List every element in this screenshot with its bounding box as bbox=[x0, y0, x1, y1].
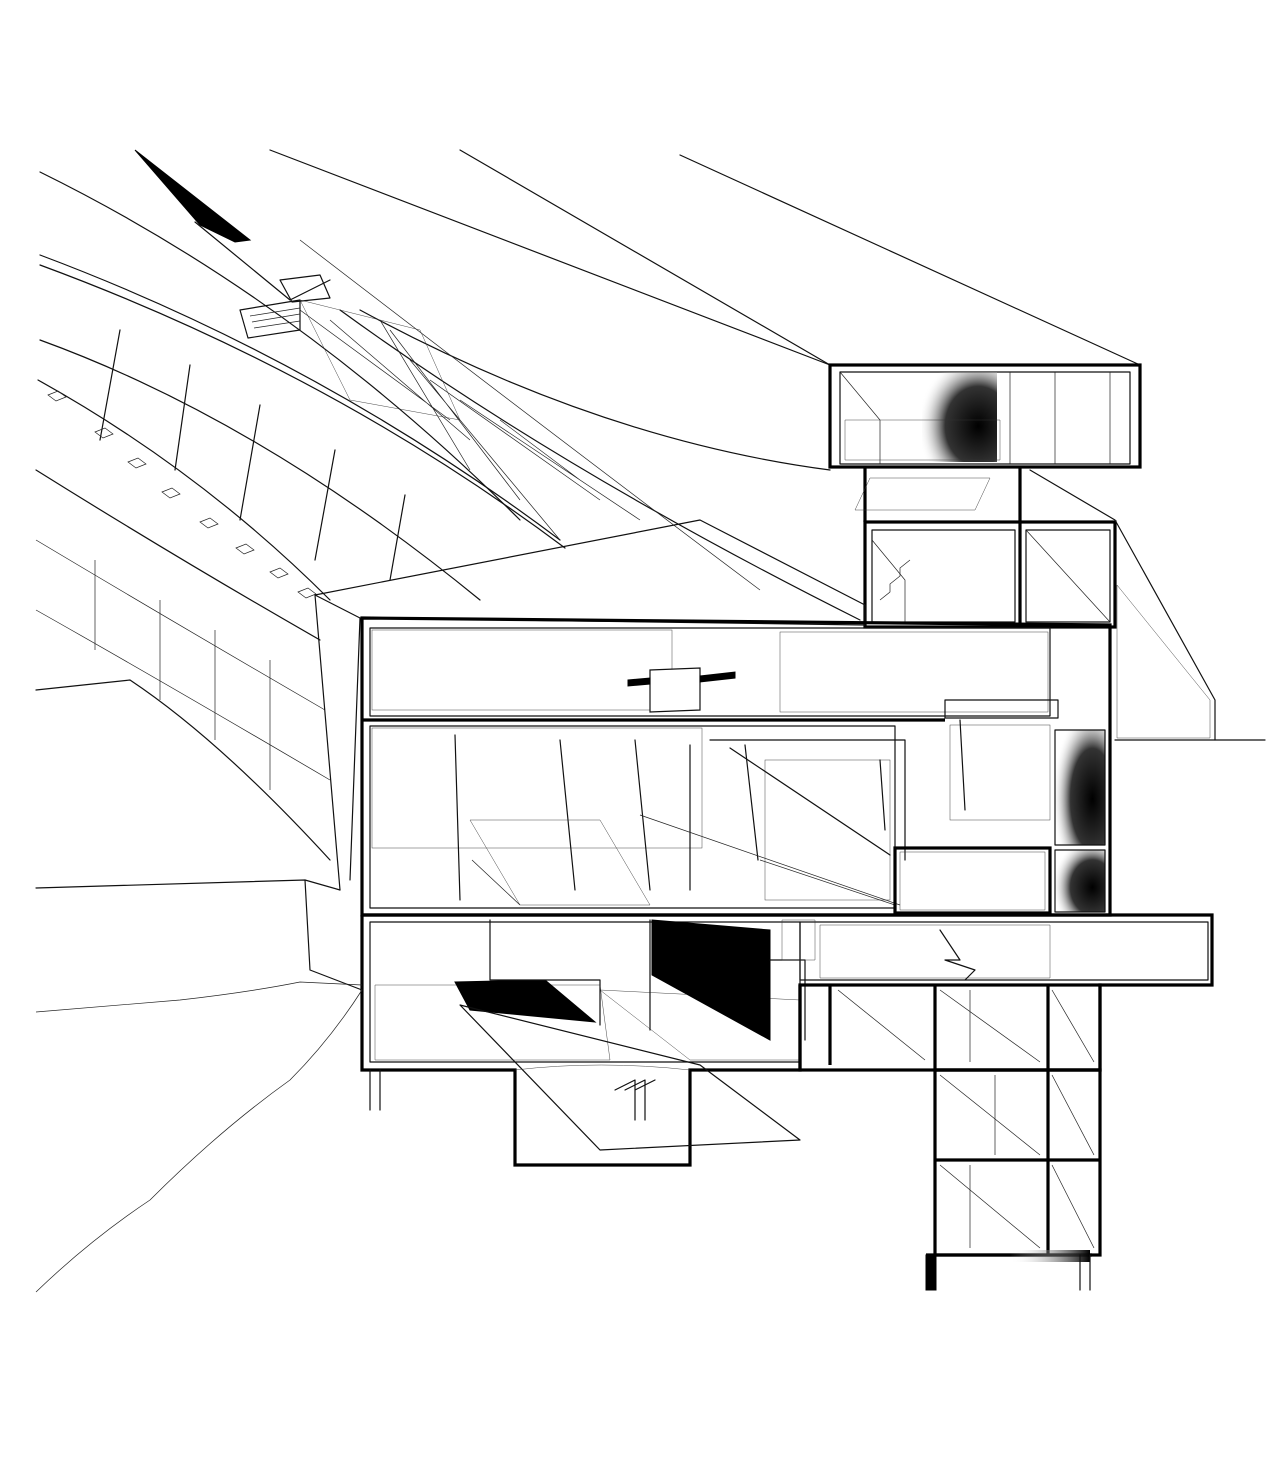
terrain-lines bbox=[35, 879, 691, 1293]
lower-core-tower bbox=[798, 983, 1102, 1291]
vertical-core-upper bbox=[854, 467, 1117, 629]
stippled-shaft bbox=[1055, 730, 1105, 845]
roof-planes bbox=[269, 149, 1141, 621]
upper-cantilever-box bbox=[828, 363, 1142, 469]
skylight-void bbox=[134, 149, 252, 243]
main-section-volume bbox=[314, 519, 1112, 917]
sloped-brick-wall bbox=[1029, 469, 1266, 741]
basement-section bbox=[360, 913, 1214, 1167]
black-pit bbox=[454, 979, 597, 1023]
stippled-shadow bbox=[922, 372, 997, 462]
black-shaft bbox=[651, 919, 771, 1041]
ramp-stair-lattice bbox=[239, 274, 641, 541]
curved-ramp-structure bbox=[35, 171, 566, 861]
